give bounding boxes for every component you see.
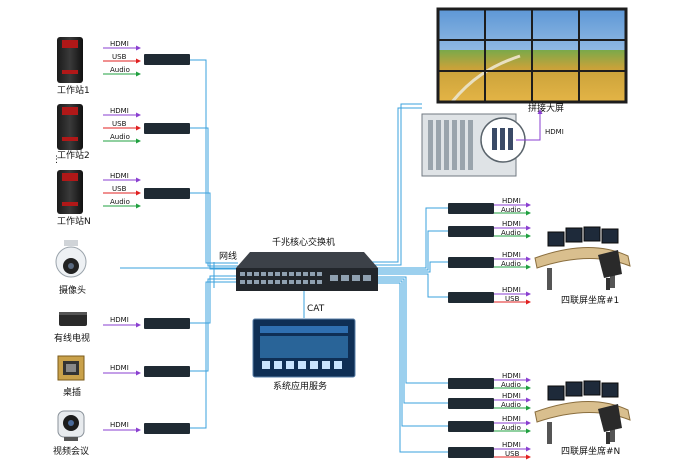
signal-label: Audio	[501, 229, 521, 237]
cable-tv: 有线电视 HDMI	[54, 312, 190, 344]
signal-label: HDMI	[502, 392, 521, 400]
signal-label: HDMI	[110, 421, 129, 429]
encoder-box	[144, 54, 190, 65]
decoder-box	[448, 421, 494, 432]
application-server: CAT 系统应用服务	[252, 304, 356, 392]
signal-label: HDMI	[502, 415, 521, 423]
signal-label: Audio	[110, 198, 130, 206]
encoder-box	[144, 423, 190, 434]
decoder-box	[448, 203, 494, 214]
source-label-cable-tv: 有线电视	[54, 332, 90, 344]
operator-desk-icon	[534, 226, 631, 290]
encoder-box	[144, 318, 190, 329]
camera: 摄像头	[55, 240, 87, 296]
signal-label: HDMI	[545, 128, 564, 136]
set-top-box-icon	[59, 312, 87, 326]
decoder-box	[448, 257, 494, 268]
signal-label: HDMI	[502, 441, 521, 449]
ellipsis-icon: ⋮	[52, 155, 61, 165]
encoder-box	[144, 123, 190, 134]
seat-1-label: 四联屏坐席#1	[561, 294, 619, 306]
signal-label: Audio	[501, 401, 521, 409]
decoder-box	[448, 292, 494, 303]
signal-label: HDMI	[502, 220, 521, 228]
encoder-box	[144, 188, 190, 199]
cat-label: CAT	[307, 304, 325, 314]
desk-socket: 桌插 HDMI	[57, 355, 190, 398]
signal-label: HDMI	[502, 286, 521, 294]
signal-label: HDMI	[110, 40, 129, 48]
decoder-box	[448, 398, 494, 409]
server-label: 系统应用服务	[273, 380, 327, 392]
matrix-processor-icon	[421, 113, 526, 177]
signal-label: Audio	[501, 206, 521, 214]
conference-camera-icon	[57, 410, 85, 441]
switch-label: 千兆核心交换机	[272, 236, 335, 248]
source-label-workstation-2: 工作站2	[57, 149, 90, 161]
workstation-2: 工作站2 ⋮ HDMI USB Audio	[52, 104, 190, 165]
seat-n: HDMI Audio HDMI Audio HDMI Audio HDMI US…	[448, 372, 631, 460]
signal-label: Audio	[501, 381, 521, 389]
source-label-workstation-n: 工作站N	[57, 215, 91, 227]
seat-1: HDMI Audio HDMI Audio HDMI Audio HDMI US…	[448, 197, 631, 306]
source-label-camera: 摄像头	[59, 284, 86, 296]
right-network-wiring	[303, 103, 448, 453]
video-wall: 拼接大屏 HDMI	[421, 7, 628, 177]
workstation-n: 工作站N HDMI USB Audio	[57, 170, 190, 227]
decoder-box	[448, 226, 494, 237]
floor-socket-icon	[57, 355, 85, 381]
decoder-box	[448, 378, 494, 389]
signal-label: HDMI	[110, 107, 129, 115]
signal-label: USB	[505, 450, 520, 458]
source-label-desk-socket: 桌插	[63, 386, 81, 398]
signal-label: USB	[112, 120, 127, 128]
signal-label: HDMI	[110, 364, 129, 372]
signal-label: Audio	[501, 260, 521, 268]
source-label-video-conference: 视频会议	[53, 445, 89, 457]
signal-label: HDMI	[110, 316, 129, 324]
encoder-box	[144, 366, 190, 377]
network-label: 网线	[219, 250, 237, 262]
signal-label: Audio	[501, 424, 521, 432]
workstation-1: 工作站1 HDMI USB Audio	[57, 37, 190, 96]
core-switch: 网线 千兆核心交换机	[219, 236, 378, 291]
video-wall-label: 拼接大屏	[528, 102, 564, 114]
signal-label: USB	[112, 53, 127, 61]
dome-camera-icon	[55, 240, 87, 278]
video-wall-screen	[436, 7, 628, 104]
signal-label: HDMI	[502, 251, 521, 259]
left-network-wiring	[120, 59, 238, 429]
signal-label: Audio	[110, 66, 130, 74]
signal-label: USB	[505, 295, 520, 303]
signal-label: Audio	[110, 133, 130, 141]
video-conference: 视频会议 HDMI	[53, 410, 190, 457]
signal-label: USB	[112, 185, 127, 193]
decoder-box	[448, 447, 494, 458]
source-label-workstation-1: 工作站1	[57, 84, 90, 96]
signal-label: HDMI	[110, 172, 129, 180]
signal-label: HDMI	[502, 372, 521, 380]
switch-icon	[236, 252, 378, 268]
operator-desk-icon	[534, 380, 631, 444]
signal-label: HDMI	[502, 197, 521, 205]
seat-n-label: 四联屏坐席#N	[561, 445, 620, 457]
